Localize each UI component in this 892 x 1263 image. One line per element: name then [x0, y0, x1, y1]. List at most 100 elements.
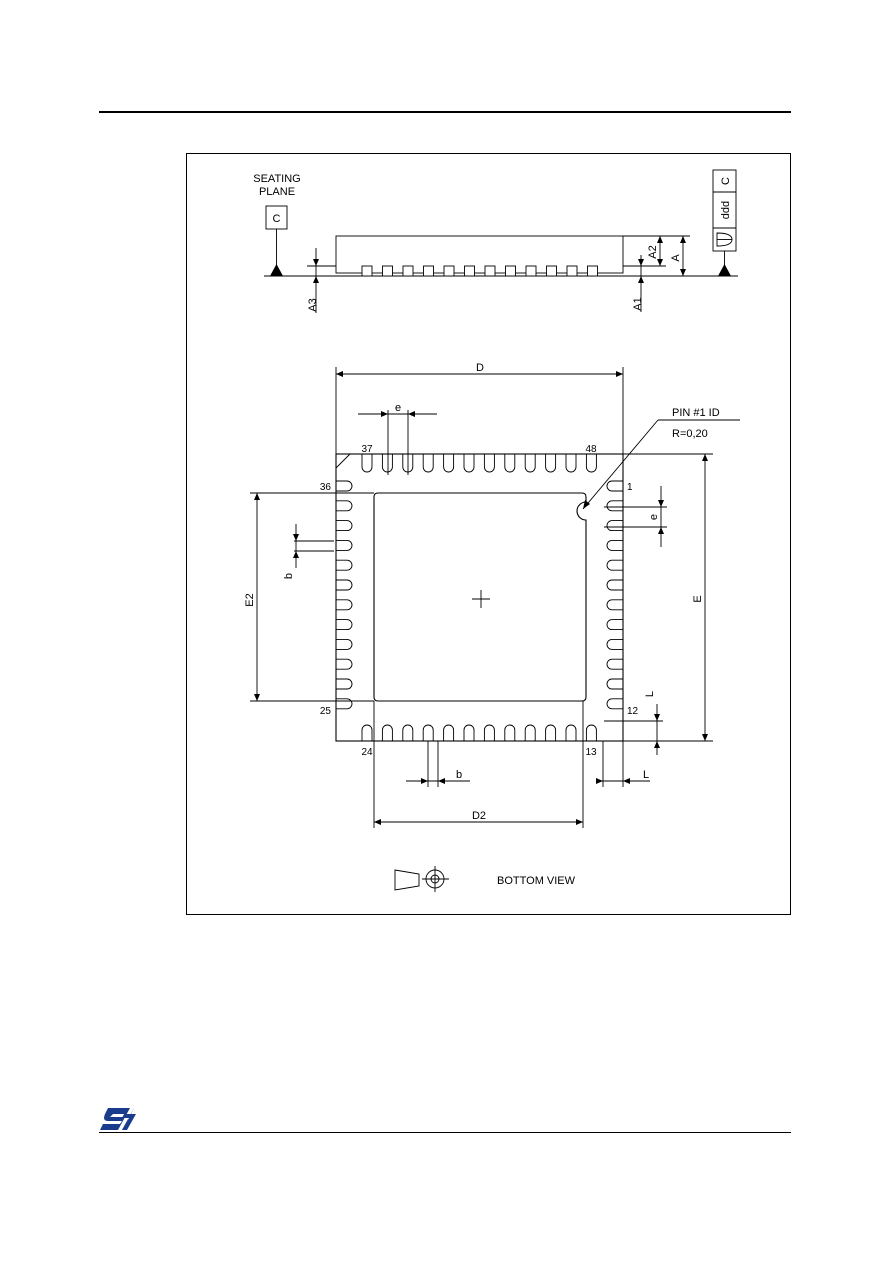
pin1-radius-label: R=0,20: [672, 428, 708, 440]
pad-left: [336, 539, 353, 551]
bottom-view-caption: BOTTOM VIEW: [497, 875, 576, 887]
pin-1-label: 1: [627, 482, 633, 493]
pad-top: [504, 454, 516, 473]
footer-rule: [99, 1132, 791, 1133]
pad-left: [336, 480, 353, 492]
pad-left: [336, 678, 353, 690]
pad-bottom: [545, 724, 557, 741]
pad-top: [585, 454, 597, 473]
pad-left: [336, 638, 353, 650]
third-angle-projection-icon: [394, 866, 449, 892]
tolerance-triangle-icon: [718, 264, 731, 276]
pin-48-label: 48: [585, 444, 597, 455]
pad-bottom: [361, 724, 373, 741]
pad-bottom: [504, 724, 516, 741]
side-pad: [464, 265, 475, 277]
pin-37-label: 37: [361, 444, 373, 455]
pad-top: [361, 454, 373, 473]
pad-bottom: [443, 724, 455, 741]
dim-d-label: D: [476, 362, 484, 374]
pin-25-label: 25: [320, 706, 332, 717]
side-pad: [443, 265, 455, 277]
dim-a3-label: A3: [307, 298, 319, 311]
pad-bottom: [381, 724, 393, 741]
pad-right: [606, 678, 623, 690]
side-pad: [566, 265, 578, 277]
side-pad: [423, 265, 434, 277]
pad-right: [606, 579, 623, 591]
pad-bottom: [565, 724, 577, 741]
seating-plane-label-2: PLANE: [259, 186, 295, 198]
pad-right: [606, 619, 623, 631]
pad-left: [336, 619, 353, 631]
pad-top: [381, 454, 393, 473]
pin-12-label: 12: [627, 706, 639, 717]
pad-top: [524, 454, 536, 473]
dim-a1-label: A1: [632, 297, 644, 310]
exposed-pad: [373, 492, 587, 702]
dim-pitch-top-label: e: [395, 402, 401, 414]
pin-36-label: 36: [320, 482, 332, 493]
pad-right: [606, 658, 623, 670]
pad-right: [606, 539, 623, 551]
dim-d2-label: D2: [472, 810, 486, 822]
dim-l-bottom-label: L: [643, 769, 649, 781]
pad-right: [606, 480, 623, 492]
datum-triangle-icon: [270, 264, 283, 276]
pad-top: [402, 454, 414, 473]
package-body-bottom: [335, 453, 624, 742]
dim-a2-label: A2: [647, 245, 659, 258]
pad-top: [422, 454, 434, 473]
pad-right: [606, 559, 623, 571]
pad-top: [443, 454, 455, 473]
pad-left: [336, 500, 353, 512]
pad-bottom: [483, 724, 495, 741]
pin-24-label: 24: [361, 747, 373, 758]
side-pads: [361, 265, 598, 277]
pad-bottom: [463, 724, 475, 741]
side-pad: [546, 265, 557, 277]
pad-left: [336, 579, 353, 591]
pad-right: [606, 698, 623, 710]
dim-b-bottom-label: b: [456, 769, 462, 781]
pin1-id-label: PIN #1 ID: [672, 407, 720, 419]
pad-right: [606, 638, 623, 650]
pin-13-label: 13: [585, 747, 597, 758]
side-pad: [587, 265, 598, 277]
pad-left: [336, 698, 353, 710]
dim-l-right-label: L: [644, 691, 656, 697]
datum-c-label: C: [273, 213, 281, 225]
pad-top: [565, 454, 577, 473]
side-pad: [361, 265, 373, 277]
pad-bottom: [524, 724, 536, 741]
dim-e-label: E: [692, 595, 704, 602]
bottom-pads: [336, 454, 623, 741]
dim-pitch-right-label: e: [648, 514, 660, 520]
bottom-view: D e 37 48 36 1 25 12 24 13 PIN #1 ID R=0…: [244, 362, 740, 892]
pad-right: [606, 500, 623, 512]
tolerance-value: ddd: [720, 201, 732, 219]
tolerance-datum: C: [720, 177, 732, 185]
pad-right: [606, 520, 623, 532]
side-pad: [525, 265, 537, 277]
pad-bottom: [422, 724, 434, 741]
pad-bottom: [585, 724, 597, 741]
pad-left: [336, 658, 353, 670]
pad-left: [336, 520, 353, 532]
side-pad: [382, 265, 393, 277]
pad-left: [336, 559, 353, 571]
package-body-side: [335, 235, 624, 274]
seating-plane-label-1: SEATING: [253, 173, 300, 185]
side-pad: [505, 265, 516, 277]
pad-bottom: [402, 724, 414, 741]
package-drawing-frame: [186, 153, 791, 915]
dim-b-left-label: b: [283, 573, 295, 579]
pad-left: [336, 599, 353, 611]
pad-right: [606, 599, 623, 611]
header-rule: [99, 111, 791, 113]
pad-top: [463, 454, 475, 473]
pad-top: [545, 454, 557, 473]
side-view: SEATING PLANE C A3 A1 A2 A: [253, 169, 738, 313]
pad-top: [483, 454, 495, 473]
